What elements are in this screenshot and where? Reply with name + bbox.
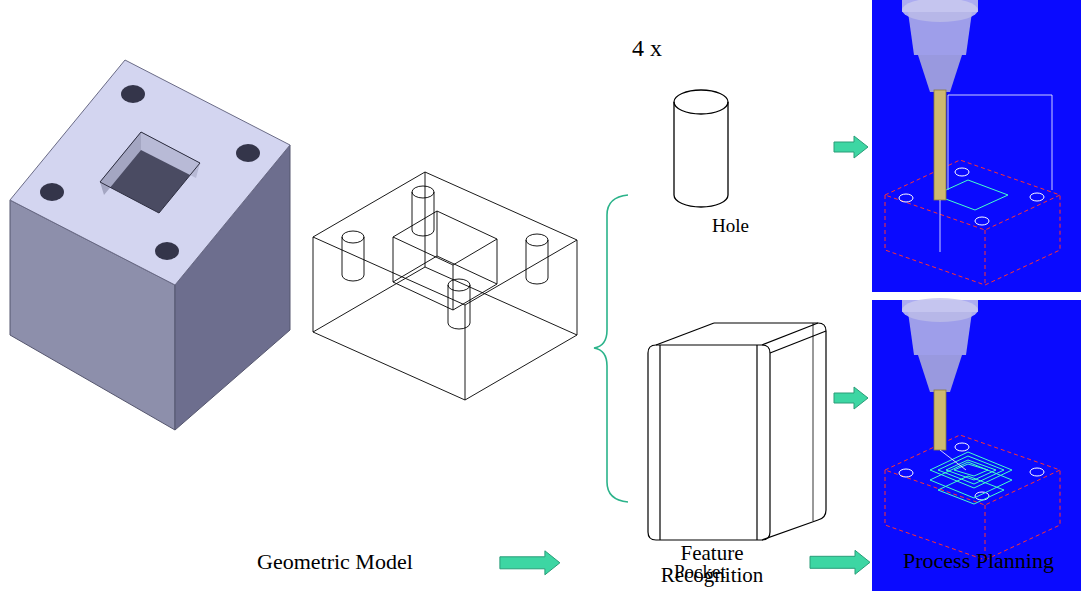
flow-arrow <box>500 551 560 575</box>
solid-model <box>10 60 290 430</box>
stage-label: Geometric Model <box>257 550 413 573</box>
hole-cylinder <box>674 90 728 207</box>
stage-name: Geometric Model <box>257 550 413 573</box>
feature-label: Pocket <box>674 562 726 583</box>
pocket-shape <box>648 323 826 540</box>
feature-label: 4 x <box>632 35 662 61</box>
feature-label: Hole <box>712 216 749 237</box>
green-arrow <box>834 136 868 409</box>
curly-bracket <box>594 195 628 502</box>
flow-arrow <box>810 550 870 574</box>
machining-panel <box>872 0 1081 591</box>
wireframe-model <box>313 172 577 400</box>
stage-name: Process Planning <box>903 549 1054 572</box>
stage-label: Process Planning <box>903 549 1054 572</box>
